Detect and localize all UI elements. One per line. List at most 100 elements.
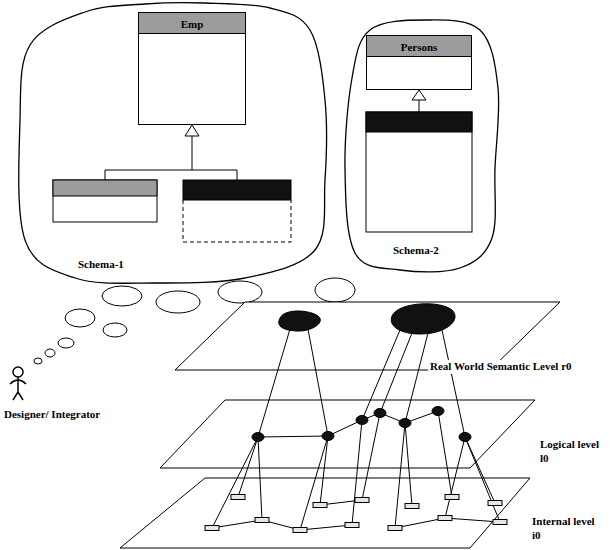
mapping-line bbox=[258, 329, 290, 437]
mapping-line bbox=[212, 437, 258, 528]
schema-name: Schema-2 bbox=[393, 244, 439, 256]
mapping-line bbox=[300, 436, 328, 530]
thought-bubble bbox=[58, 338, 74, 348]
logical-dot bbox=[399, 419, 411, 428]
mapping-line bbox=[395, 423, 405, 528]
class-header: Emp bbox=[139, 13, 245, 34]
internal-plane bbox=[120, 478, 530, 548]
inheritance-line bbox=[419, 100, 420, 112]
cloud-outline bbox=[345, 20, 499, 272]
level-label: Logical level l0 bbox=[538, 438, 604, 466]
mapping-line bbox=[258, 437, 262, 520]
class-box: Emp bbox=[138, 12, 246, 125]
inheritance-line bbox=[192, 136, 193, 170]
actor-label: Designer/ Integrator bbox=[2, 408, 102, 422]
class-name: Emp bbox=[181, 18, 204, 30]
designer-icon bbox=[10, 367, 26, 400]
record-rect bbox=[388, 526, 402, 531]
inheritance-line bbox=[105, 170, 106, 180]
logical-dot bbox=[459, 433, 471, 442]
thought-cloud: Schema-1 Emp bbox=[5, 0, 330, 285]
record-rect bbox=[438, 516, 452, 521]
level-label: Internal level i0 bbox=[530, 515, 606, 543]
thought-cloud: Schema-2 Persons bbox=[340, 18, 500, 272]
record-rect bbox=[293, 528, 307, 533]
level-planes bbox=[120, 302, 560, 548]
schema-name: Schema-1 bbox=[78, 258, 124, 270]
mapping-line bbox=[405, 423, 412, 506]
logical-dot bbox=[252, 433, 264, 442]
thought-bubble bbox=[218, 281, 262, 303]
icon-leg bbox=[18, 392, 23, 400]
internal-records bbox=[205, 495, 507, 533]
record-rect bbox=[355, 498, 369, 503]
mapping-line bbox=[405, 333, 428, 423]
inheritance-line bbox=[105, 170, 237, 171]
actor-label-box: Designer/ Integrator bbox=[2, 404, 102, 422]
record-rect bbox=[231, 495, 245, 500]
cloud-outline bbox=[19, 3, 327, 284]
mapping-line bbox=[362, 330, 400, 420]
record-rect bbox=[313, 503, 327, 508]
thought-bubble bbox=[102, 286, 142, 306]
record-rect bbox=[255, 518, 269, 523]
logical-plane bbox=[160, 400, 535, 468]
inheritance-triangle bbox=[412, 90, 426, 100]
inheritance-triangle bbox=[185, 125, 199, 136]
logical-dot bbox=[432, 407, 444, 416]
logical-dot bbox=[374, 409, 386, 418]
record-rect bbox=[493, 520, 507, 525]
mapping-line bbox=[442, 330, 465, 437]
class-box bbox=[366, 112, 472, 232]
schema2-subclass bbox=[366, 90, 472, 232]
class-name: Persons bbox=[401, 41, 438, 53]
record-rect bbox=[445, 495, 459, 500]
level-label-box: Logical level l0 bbox=[538, 438, 604, 466]
level-label-box: Internal level i0 bbox=[530, 515, 606, 543]
logical-dot bbox=[322, 432, 334, 441]
thought-bubble bbox=[315, 278, 355, 302]
level-label: Real World Semantic Level r0 bbox=[428, 360, 574, 374]
class-header bbox=[366, 112, 472, 132]
link-line bbox=[258, 436, 328, 437]
mapping-line bbox=[380, 333, 412, 413]
logical-dots bbox=[252, 407, 471, 442]
link-line bbox=[300, 525, 352, 530]
thought-bubble bbox=[156, 291, 200, 313]
schema-name-box: Schema-2 bbox=[393, 240, 439, 258]
mapping-line bbox=[438, 411, 452, 497]
record-rect bbox=[205, 526, 219, 531]
class-box bbox=[53, 180, 157, 222]
class-header bbox=[53, 180, 157, 196]
mapping-line bbox=[445, 437, 465, 518]
concept-blob bbox=[391, 304, 455, 334]
mapping-line bbox=[238, 437, 258, 497]
level-label-box: Real World Semantic Level r0 bbox=[428, 356, 578, 374]
semantic-blobs bbox=[279, 304, 455, 334]
mapping-line bbox=[352, 420, 362, 525]
class-header bbox=[183, 180, 291, 200]
thought-bubble bbox=[65, 309, 95, 327]
mapping-line bbox=[308, 329, 328, 436]
record-rect bbox=[345, 523, 359, 528]
mapping-line bbox=[362, 413, 380, 500]
icon-head bbox=[13, 367, 23, 377]
thought-bubble bbox=[34, 358, 42, 364]
class-header: Persons bbox=[367, 36, 471, 57]
thought-bubble bbox=[45, 349, 55, 357]
mapping-line bbox=[465, 437, 500, 522]
dashed-class-box bbox=[183, 200, 291, 242]
class-box: Persons bbox=[366, 35, 472, 90]
record-rect bbox=[405, 504, 419, 509]
icon-body bbox=[17, 377, 19, 392]
link-line bbox=[445, 518, 500, 522]
schema-name-box: Schema-1 bbox=[78, 254, 124, 272]
mapping-line bbox=[320, 436, 328, 505]
inheritance-line bbox=[237, 170, 238, 180]
record-rect bbox=[488, 501, 502, 506]
icon-leg bbox=[13, 392, 18, 400]
concept-blob bbox=[279, 311, 321, 331]
thought-bubble bbox=[103, 323, 127, 337]
